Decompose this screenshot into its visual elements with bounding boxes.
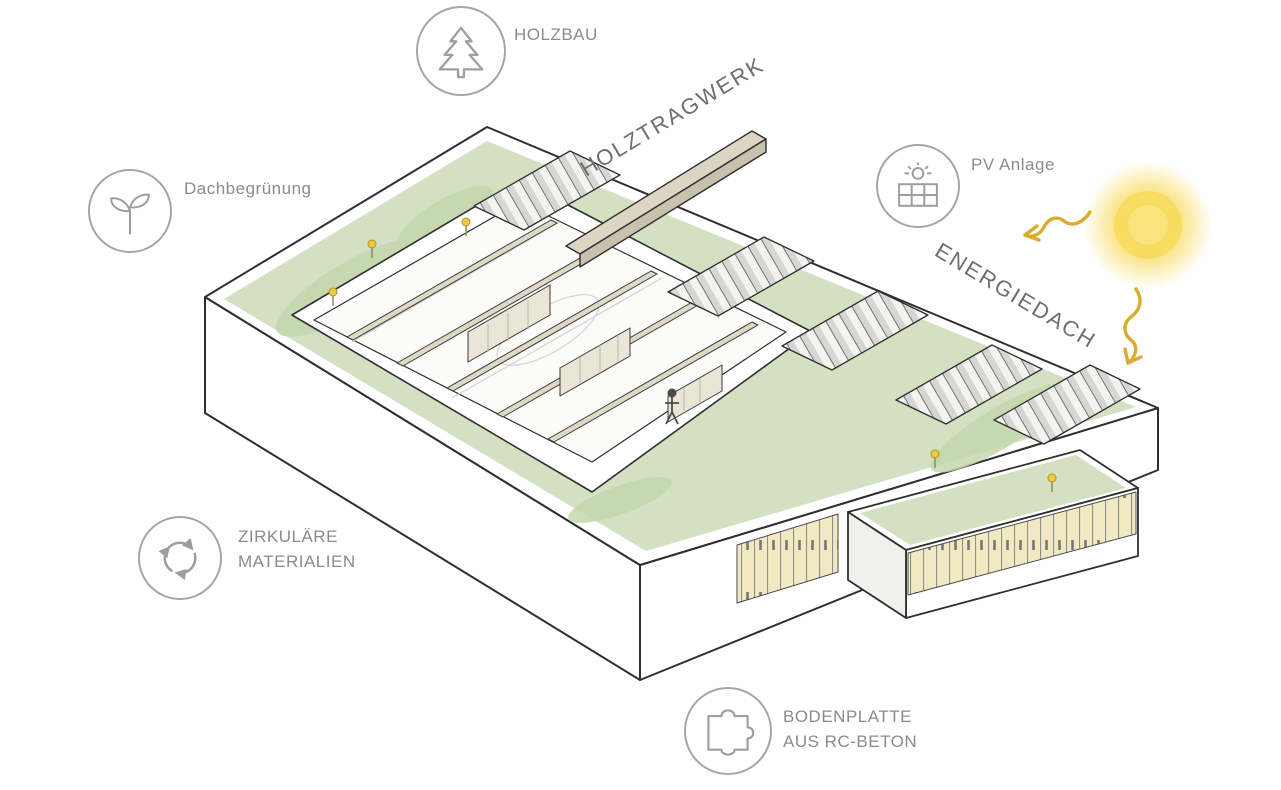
holzbau-label: HOLZBAU (514, 25, 598, 44)
bodenplatte-line-2: AUS RC-BETON (783, 732, 918, 751)
clerestory-band (736, 513, 839, 604)
pv-panel-arrays (473, 150, 1141, 445)
wavy-arrow-down-icon (1123, 287, 1142, 365)
building-illustration (204, 126, 1159, 681)
flower-icon (1047, 473, 1057, 492)
flower-icon (461, 217, 471, 236)
tree-icon (416, 6, 506, 96)
solar-panel-icon (876, 144, 960, 228)
front-wing (736, 449, 1139, 619)
flower-icon (930, 449, 940, 468)
zirkulaere-line-2: MATERIALIEN (238, 552, 356, 571)
solar-energy-arrows (1023, 210, 1143, 365)
interior-walls (467, 284, 723, 423)
dachbegruenung-label: Dachbegrünung (184, 179, 312, 198)
roof-flowers (328, 217, 1057, 492)
bodenplatte-line-1: BODENPLATTE (783, 707, 912, 726)
zirkulaere-line-1: ZIRKULÄRE (238, 527, 338, 546)
wavy-arrow-left-icon (1023, 210, 1092, 238)
flower-icon (367, 239, 377, 258)
bodenplatte-label: BODENPLATTE AUS RC-BETON (783, 704, 917, 754)
pv-anlage-label: PV Anlage (971, 155, 1055, 174)
wing-clerestory-band (907, 491, 1137, 596)
holztragwerk-beam (565, 130, 767, 268)
flower-icon (328, 287, 338, 306)
puzzle-icon (684, 687, 772, 775)
sprout-icon (88, 169, 172, 253)
sun-icon (1084, 161, 1212, 289)
zirkulaere-materialien-label: ZIRKULÄRE MATERIALIEN (238, 524, 356, 574)
person-figure (665, 388, 679, 425)
recycle-icon (138, 516, 222, 600)
